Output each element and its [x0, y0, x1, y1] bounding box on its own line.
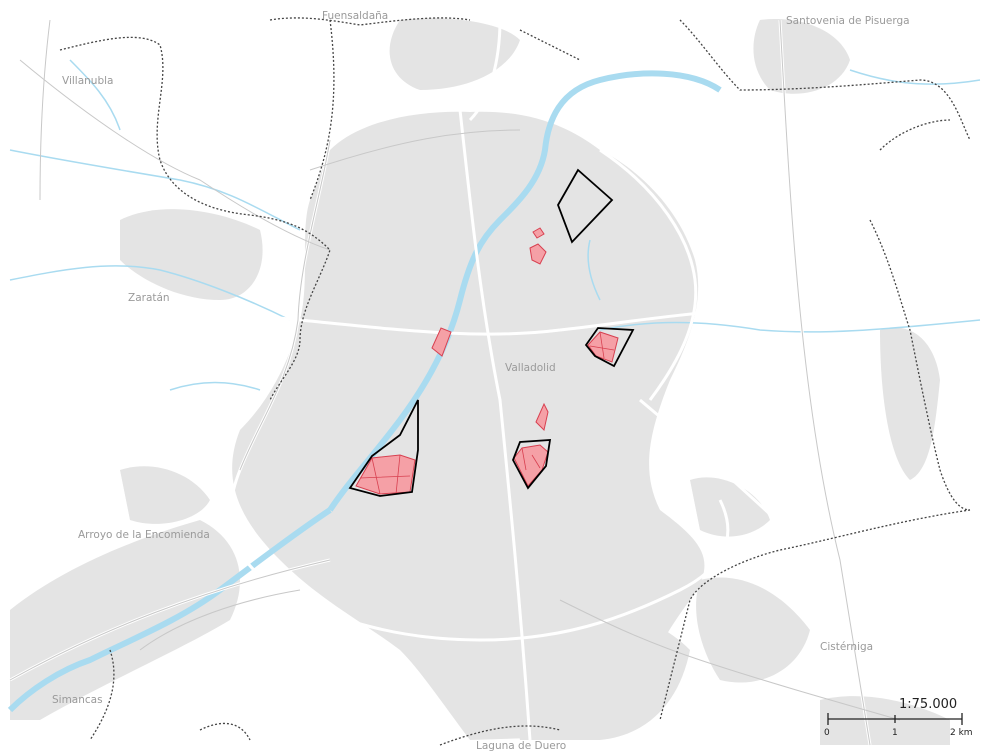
zone-north-1	[532, 227, 545, 239]
label-laguna: Laguna de Duero	[476, 740, 567, 752]
scale-tick-2: 2 km	[950, 728, 973, 738]
label-simancas: Simancas	[52, 694, 103, 706]
zone-center-west	[431, 327, 452, 357]
municipal-boundaries	[59, 17, 971, 746]
label-cisterniga: Cistérniga	[820, 641, 874, 653]
outline-east	[584, 327, 635, 368]
label-villanubla: Villanubla	[62, 75, 114, 87]
label-zaratan: Zaratán	[128, 292, 170, 304]
outline-north	[557, 168, 614, 244]
scale-bar	[827, 713, 963, 725]
label-santovenia: Santovenia de Pisuerga	[786, 15, 910, 27]
urban-area	[10, 18, 950, 745]
outline-south-west	[348, 399, 419, 497]
rivers	[7, 59, 981, 713]
scale-ratio: 1:75.000	[899, 697, 958, 712]
label-fuensaldana: Fuensaldaña	[322, 10, 389, 22]
label-valladolid: Valladolid	[505, 362, 556, 374]
zone-north-2	[529, 243, 547, 265]
study-area-outlines[interactable]	[348, 168, 635, 497]
zone-south-small	[535, 402, 549, 431]
highlight-inner-lines	[359, 331, 615, 495]
zone-east	[587, 331, 619, 363]
road-network-outline	[9, 19, 901, 746]
highlight-zones[interactable]	[355, 227, 619, 495]
scale-tick-0: 0	[824, 728, 830, 738]
outline-south	[512, 439, 552, 490]
scale-tick-1: 1	[892, 728, 898, 738]
label-arroyo: Arroyo de la Encomienda	[78, 529, 210, 541]
